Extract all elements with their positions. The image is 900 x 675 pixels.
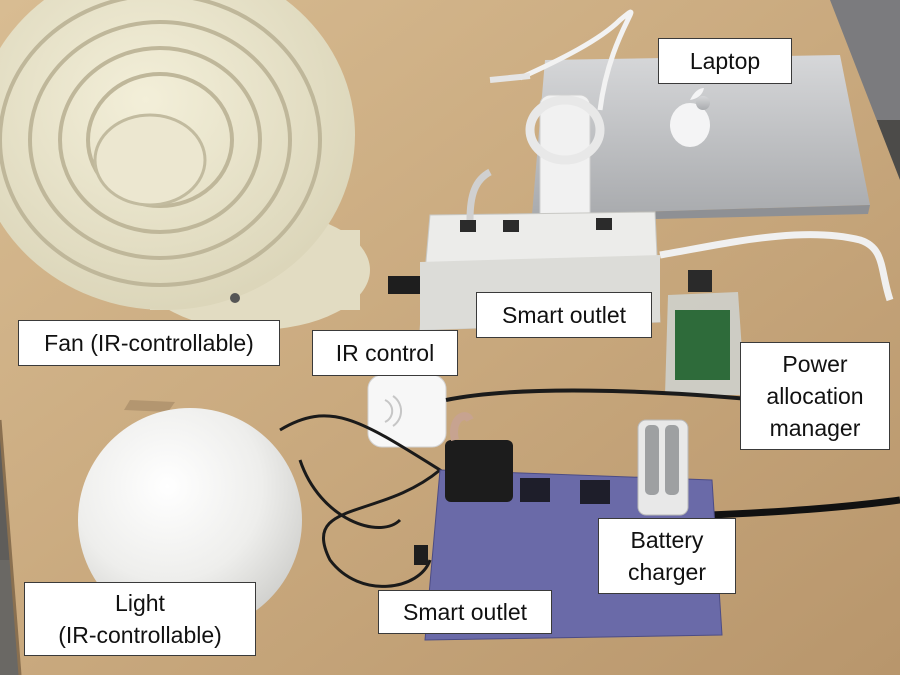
ir-cable — [445, 388, 761, 402]
label-smart-outlet-bottom: Smart outlet — [378, 590, 552, 634]
label-ir-control: IR control — [312, 330, 458, 376]
label-smart-outlet-top: Smart outlet — [476, 292, 652, 338]
white-outlet-cable — [659, 231, 894, 302]
label-battery-charger: Battery charger — [598, 518, 736, 594]
light-cable — [279, 414, 443, 588]
ir-puck — [367, 374, 447, 448]
purple-outlet-cable — [709, 496, 900, 519]
desk-edge — [0, 419, 22, 675]
fan-grill — [0, 0, 322, 287]
laptop-cable — [518, 9, 634, 111]
fan-hub — [93, 113, 207, 207]
label-light: Light (IR-controllable) — [24, 582, 256, 656]
label-fan: Fan (IR-controllable) — [18, 320, 280, 366]
adapter — [445, 440, 513, 502]
apple-logo — [670, 103, 710, 147]
lamp-globe — [78, 408, 302, 632]
label-power-allocation-manager: Power allocation manager — [740, 342, 890, 450]
desk-seam — [124, 400, 175, 412]
label-laptop: Laptop — [658, 38, 792, 84]
